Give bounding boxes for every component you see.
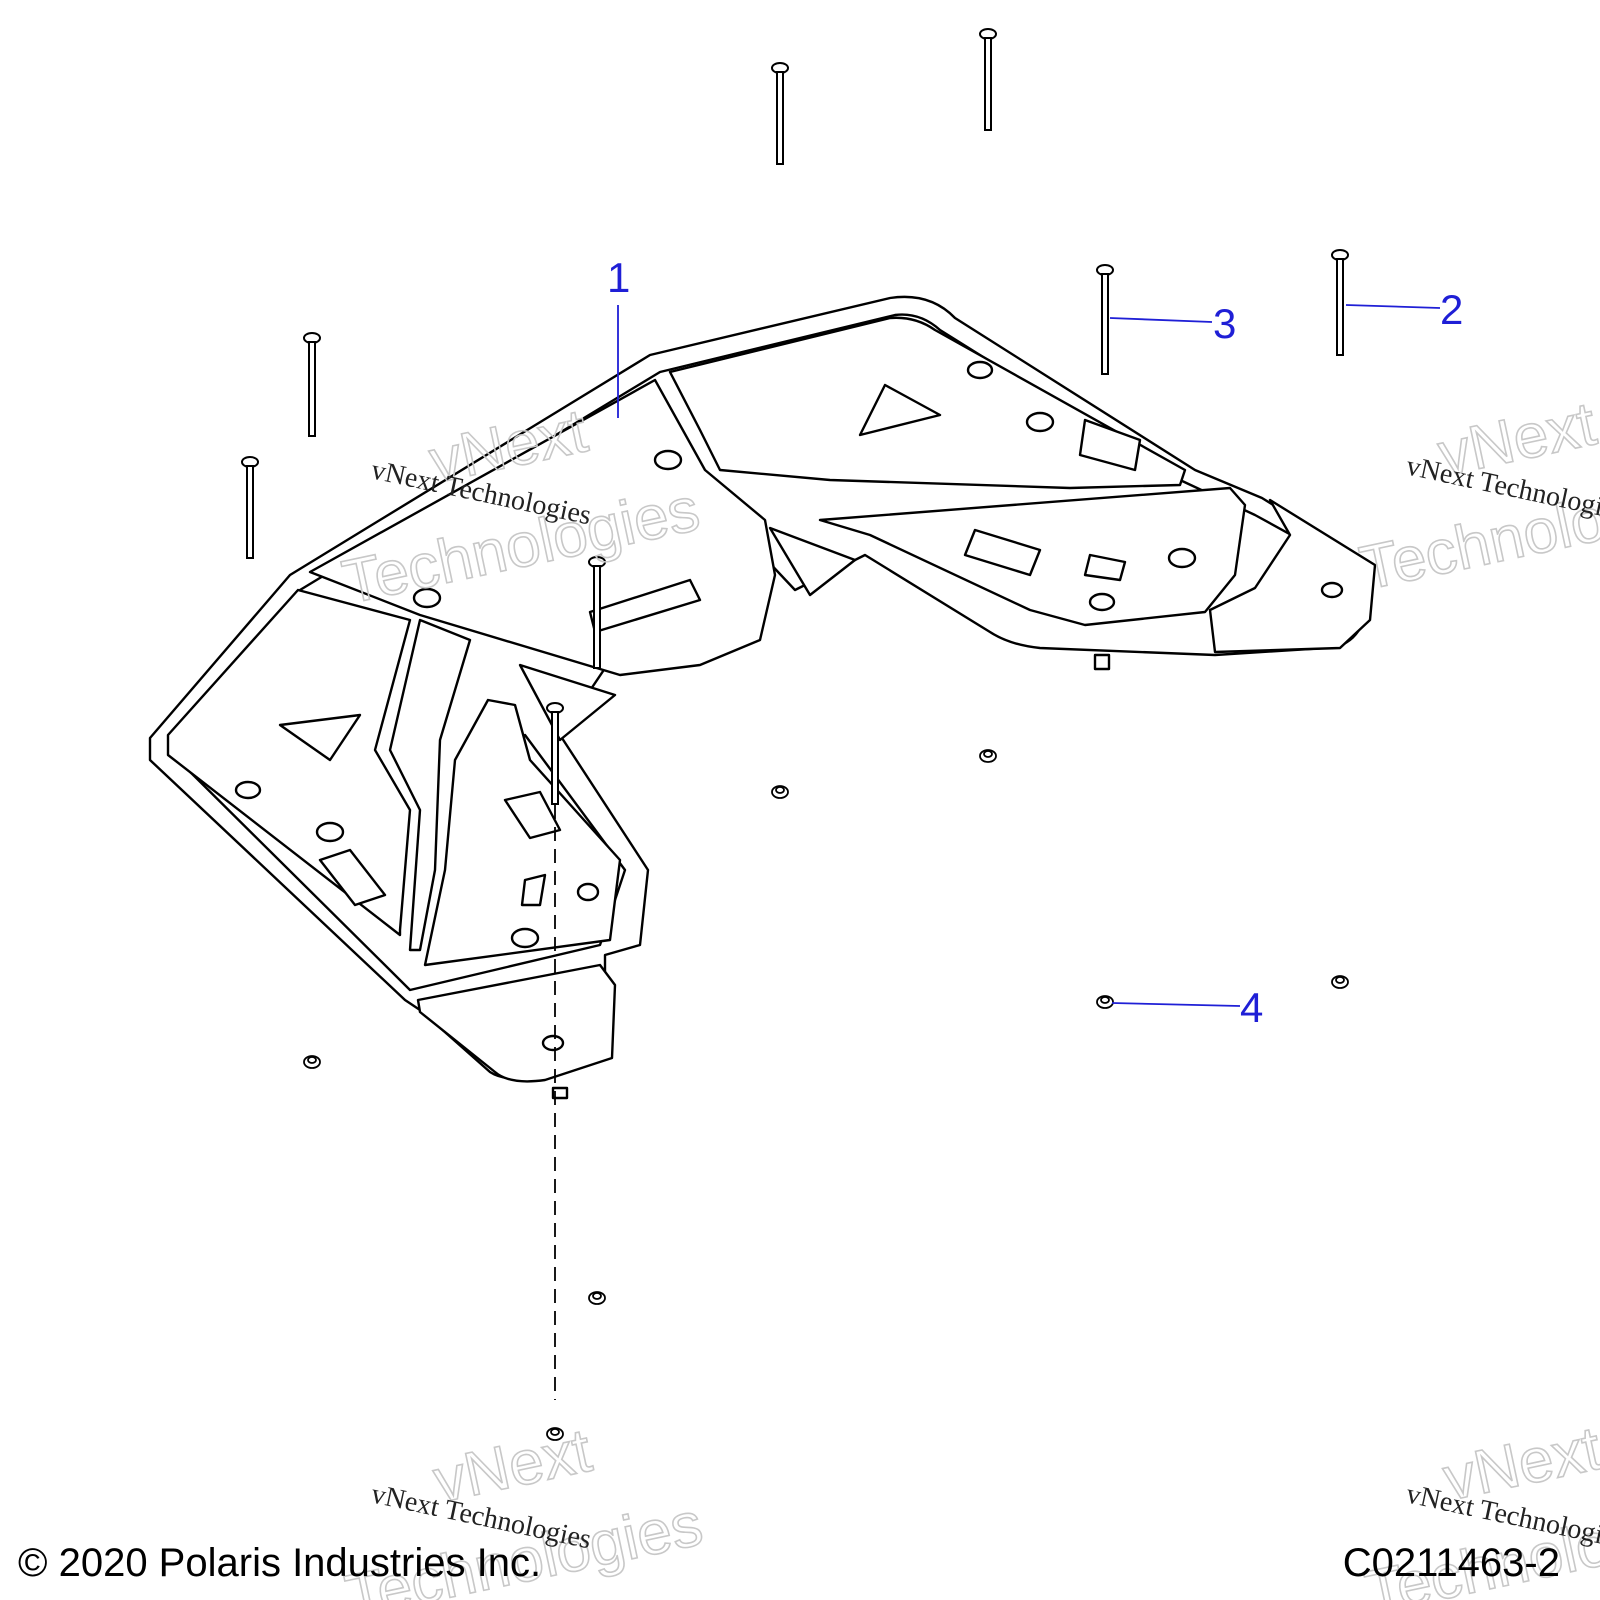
hole — [541, 1034, 565, 1052]
rack-assembly — [148, 295, 1377, 1100]
leader-line-2 — [1345, 304, 1441, 309]
callout-4[interactable]: 4 — [1240, 984, 1263, 1031]
callout-1[interactable]: 1 — [607, 254, 630, 301]
hole — [510, 927, 540, 949]
hole — [234, 780, 262, 800]
slot-lower-right-2 — [1083, 553, 1127, 582]
slot-lower-right — [963, 528, 1042, 577]
bolt — [303, 332, 321, 437]
callout-3[interactable]: 3 — [1213, 300, 1236, 347]
deck-panel-upper-right — [668, 316, 1187, 490]
nut — [1331, 975, 1349, 989]
leader-lines — [617, 304, 1441, 1007]
bolt — [1331, 249, 1349, 356]
hole — [1025, 411, 1055, 433]
nuts — [303, 749, 1349, 1441]
nut — [546, 1427, 564, 1441]
bracket-front-triangle — [518, 663, 617, 742]
hole — [1167, 547, 1197, 569]
deck-panel-left-middle — [388, 618, 472, 952]
hole — [315, 821, 345, 843]
leader-line-3 — [1109, 317, 1213, 323]
bolt — [771, 62, 789, 165]
rack-inner-frame-lower — [168, 733, 627, 992]
bolts — [241, 28, 1349, 805]
deck-panel-front — [423, 698, 622, 967]
rack-end-cap-right — [1208, 498, 1377, 654]
hole — [1320, 581, 1344, 599]
mounting-stud — [1093, 653, 1111, 671]
mounting-stud — [551, 1086, 569, 1100]
bolt — [546, 702, 564, 805]
slot-upper-right-2 — [1078, 418, 1142, 472]
hole — [653, 449, 683, 471]
nut — [979, 749, 997, 763]
leader-line-4 — [1111, 1002, 1241, 1007]
bolt — [588, 556, 606, 669]
rack-end-cap-front — [416, 963, 617, 1083]
hole — [412, 587, 442, 609]
hole — [576, 882, 600, 902]
slot-front-2 — [520, 873, 547, 907]
bracket-center-triangle — [768, 526, 857, 597]
slot-upper-right — [858, 383, 942, 437]
slot-front — [503, 790, 562, 840]
bolt — [979, 28, 997, 131]
nut — [303, 1055, 321, 1069]
deck-panel-left — [166, 588, 412, 937]
slot-left-2 — [318, 848, 387, 907]
copyright-text: © 2020 Polaris Industries Inc. — [18, 1541, 542, 1585]
hole — [1088, 592, 1116, 612]
nut — [588, 1291, 606, 1305]
nut — [771, 785, 789, 799]
hole — [966, 360, 994, 380]
bolt — [1096, 264, 1114, 375]
nut — [1096, 995, 1114, 1009]
callout-2[interactable]: 2 — [1440, 286, 1463, 333]
bolt — [241, 456, 259, 559]
drawing-id: C0211463-2 — [1342, 1541, 1560, 1585]
slot-left — [278, 713, 362, 762]
